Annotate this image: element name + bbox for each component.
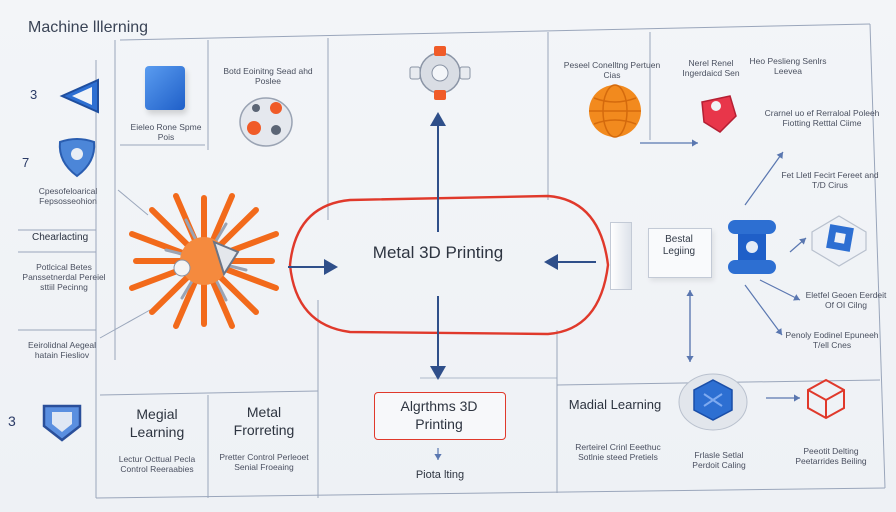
step-number-bottom: 3: [8, 413, 16, 429]
step-number-top: 3: [30, 87, 38, 102]
blue-cube-disc-icon: [678, 373, 748, 431]
cube-label: Eieleo Rone Spme Pois: [130, 122, 202, 142]
right-top-a: Peseel Conelltng Pertuen Cias: [563, 60, 661, 80]
red-wire-cube-icon: [807, 378, 845, 420]
right-top-c: Heo Peslieng Senlrs Leevea: [749, 56, 827, 76]
blue-spool-icon: [728, 220, 776, 274]
dice-module-icon: [239, 97, 293, 147]
left-label-b: Eeirolidnal Aegeal hatain Fiesliov: [27, 340, 97, 360]
main-topic: Metal 3D Printing: [372, 243, 504, 262]
red-heart-block-icon: [701, 95, 737, 133]
hexagon-shield-icon: [42, 404, 82, 442]
right-bottom-b: Frlasle Setlal Perdoit Caling: [692, 450, 746, 470]
left-label-a: Potlcical Betes Panssetnerdal Pereiel st…: [22, 262, 106, 292]
page-title: Machine lllerning: [28, 19, 149, 36]
lattice-structure-icon: [129, 193, 279, 329]
col1-title: Megial Learning: [129, 406, 185, 440]
col2-text: Pretter Control Perleoet Senial Froeaing: [219, 452, 309, 472]
step-number-mid: 7: [22, 155, 30, 170]
right-bottom-c: Peeotit Delting Peetarrides Beiling: [795, 446, 867, 466]
blue-cube-icon: [145, 66, 185, 110]
triangle-icon: [59, 78, 99, 114]
algorithms-box: [374, 392, 506, 440]
blue-box-icon: [811, 215, 867, 267]
algorithms-label: Algrthms 3D Printing: [400, 398, 478, 432]
below-algo-label: Piota lting: [415, 469, 465, 481]
right-desc4: Penoly Eodinel Epuneeh T/ell Cnes: [785, 330, 879, 350]
widget-label: Botd Eoinitng Sead ahd Poslee: [223, 66, 313, 86]
legend-box-label: Bestal Legiing: [662, 234, 696, 257]
madial-title: Madial Learning: [568, 397, 662, 412]
gear-assembly-icon: [409, 46, 471, 100]
legend-box: [648, 228, 712, 278]
right-top-b: Nerel Renel Ingerdaicd Sen: [682, 58, 740, 78]
right-desc1: Crarnel uo ef Rerraloal Poleeh Fiotting …: [764, 108, 880, 128]
madial-text: Rerteirel Crinl Eeethuc Sotlnie steed Pr…: [575, 442, 661, 462]
shape-label: Cpesofeloarical Fepsosseohion: [38, 186, 98, 206]
col2-title: Metal Frorreting: [233, 404, 295, 438]
orange-sphere-icon: [589, 84, 641, 138]
shield-shape-icon: [58, 138, 96, 178]
right-desc2: Fet Lletl Fecirt Fereet and T/D Cirus: [781, 170, 879, 190]
white-pillar: [610, 222, 632, 290]
right-desc3: Eletfel Geoen Eerdeit Of OI Cilng: [805, 290, 887, 310]
section-title: Chearlacting: [32, 232, 89, 243]
col1-text: Lectur Octtual Pecla Control Reeraabies: [118, 454, 196, 474]
center-oval: [288, 194, 610, 336]
